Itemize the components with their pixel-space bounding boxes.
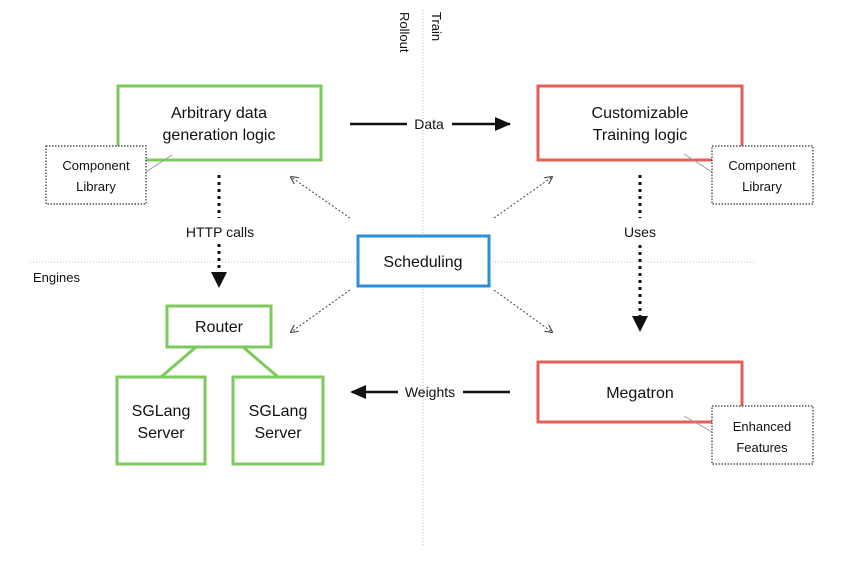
weights-edge-label: Weights: [405, 384, 455, 400]
training-logic-box: Customizable Training logic: [536, 84, 744, 162]
sglang-server-box-2: SGLang Server: [231, 375, 325, 466]
sglang-2-line-1: SGLang: [249, 403, 308, 420]
component-library-right-line-2: Library: [742, 179, 782, 194]
scheduling-to-training-arrow: [493, 177, 552, 219]
uses-arrowhead: [632, 316, 648, 332]
enhanced-features-line-2: Features: [736, 440, 788, 455]
router-to-sglang-2-link: [242, 345, 279, 379]
component-library-left-line-1: Component: [62, 158, 130, 173]
component-library-note-right: Component Library: [683, 145, 814, 205]
sglang-server-box-1: SGLang Server: [115, 375, 207, 466]
data-gen-line-1: Arbitrary data: [171, 105, 267, 122]
sglang-1-line-2: Server: [137, 425, 185, 442]
scheduling-label: Scheduling: [383, 254, 462, 271]
data-generation-box: Arbitrary data generation logic: [116, 84, 323, 162]
training-line-1: Customizable: [592, 105, 689, 122]
sglang-2-line-2: Server: [254, 425, 302, 442]
router-to-sglang-1-link: [160, 345, 197, 379]
component-library-right-line-1: Component: [728, 158, 796, 173]
scheduling-to-megatron-arrow: [493, 289, 552, 332]
sglang-1-line-1: SGLang: [132, 403, 191, 420]
data-gen-line-2: generation logic: [163, 127, 276, 144]
router-label: Router: [195, 319, 244, 336]
engines-label: Engines: [33, 270, 80, 285]
uses-edge-label: Uses: [624, 224, 656, 240]
http-calls-edge-label: HTTP calls: [186, 224, 254, 240]
enhanced-features-note: Enhanced Features: [683, 405, 814, 465]
scheduling-to-router-arrow: [291, 289, 351, 332]
megatron-box: Megatron: [536, 360, 744, 424]
rollout-axis-label: Rollout: [397, 12, 412, 53]
enhanced-features-line-1: Enhanced: [733, 419, 792, 434]
component-library-left-line-2: Library: [76, 179, 116, 194]
http-calls-arrowhead: [211, 272, 227, 288]
megatron-label: Megatron: [606, 385, 674, 402]
weights-arrowhead: [350, 385, 366, 399]
component-library-note-left: Component Library: [45, 145, 173, 205]
training-line-2: Training logic: [593, 127, 688, 144]
scheduling-box: Scheduling: [356, 234, 491, 288]
scheduling-to-data-gen-arrow: [291, 177, 351, 219]
data-edge-label: Data: [414, 116, 444, 132]
train-axis-label: Train: [429, 12, 444, 41]
router-box: Router: [165, 304, 273, 349]
